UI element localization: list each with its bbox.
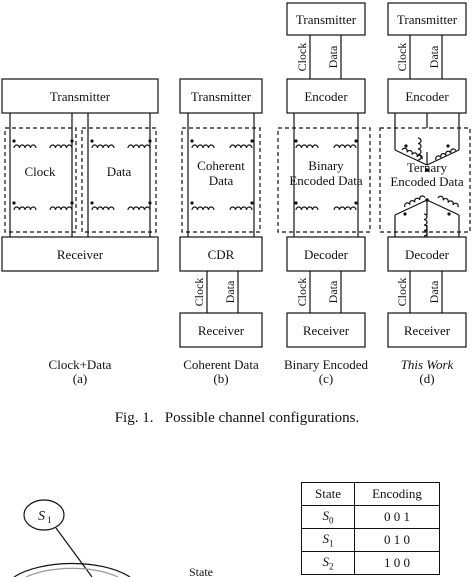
caption-letter-d: (d) [419,371,434,386]
decoder-label-c: Decoder [304,247,349,262]
table-cell-encoding: 0 0 1 [354,505,440,529]
receiver-block-d [387,312,467,348]
receiver-label-c: Receiver [303,323,350,338]
table-header-state: State [301,482,355,506]
table-cell-state: S2 [301,551,355,575]
state-node-sub: 1 [47,515,52,525]
receiver-block-b [179,312,263,348]
table-header-row: State Encoding [301,482,440,506]
figure-caption: Fig. 1. Possible channel configurations. [115,410,360,426]
state-partial-label: State [189,565,213,577]
data-channel-label: Data [107,164,132,179]
transmitter-block-b [179,78,263,114]
state-encoding-table: State Encoding S0 0 0 1 S1 0 1 0 S2 1 0 … [301,482,440,575]
receiver-block-c [286,312,366,348]
clock-in-label-c: Clock [295,43,309,72]
binary-label-line2: Encoded Data [289,173,363,188]
polarity-dots [12,139,451,216]
clock-channel-box [4,127,77,233]
table-header-encoding: Encoding [354,482,440,506]
clock-channel-label: Clock [24,164,56,179]
table-row: S0 0 0 1 [301,505,440,529]
clock-in-label-d: Clock [395,43,409,72]
transmitter-label-b: Transmitter [191,89,252,104]
table-row: S1 0 1 0 [301,528,440,552]
clock-out-label-d: Clock [395,278,409,307]
receiver-label-d: Receiver [404,323,451,338]
table-cell-encoding: 0 1 0 [354,528,440,552]
ternary-channel-box [379,127,471,233]
data-out-label-c: Data [326,280,340,303]
coherent-label-line2: Data [209,173,234,188]
encoder-label-d: Encoder [405,89,449,104]
receiver-label-b: Receiver [198,323,245,338]
binary-channel-box [277,127,371,233]
transmitter-label-c: Transmitter [296,12,357,27]
receiver-block-a [1,236,159,272]
cdr-block [179,236,263,272]
clock-out-label-c: Clock [295,278,309,307]
decoder-label-d: Decoder [405,247,450,262]
transmitter-block-c [286,2,366,36]
table-cell-state: S1 [301,528,355,552]
transmitter-label-a: Transmitter [50,89,111,104]
encoder-block-c [286,78,366,114]
binary-label-line1: Binary [308,158,344,173]
data-in-label-c: Data [326,45,340,68]
data-channel-box [81,127,157,233]
data-out-label-d: Data [427,280,441,303]
coherent-label-line1: Coherent [197,158,245,173]
cdr-label: CDR [208,247,235,262]
table-cell-state: S0 [301,505,355,529]
state-node-s1 [23,499,65,531]
ternary-label-line2: Encoded Data [390,174,464,189]
caption-letter-c: (c) [319,371,333,386]
table-cell-encoding: 1 0 0 [354,551,440,575]
transmitter-block-a [1,78,159,114]
state-node-var: S [38,509,45,524]
transmitter-block-d [387,2,467,36]
caption-d: This Work [401,357,454,372]
caption-a: Clock+Data [49,357,112,372]
coherent-channel-box [181,127,261,233]
caption-b: Coherent Data [183,357,259,372]
decoder-block-c [286,236,366,272]
caption-letter-b: (b) [213,371,228,386]
data-in-label-d: Data [427,45,441,68]
table-row: S2 1 0 0 [301,551,440,575]
receiver-label-a: Receiver [57,247,104,262]
caption-c: Binary Encoded [284,357,369,372]
caption-letter-a: (a) [73,371,87,386]
clock-out-label-b: Clock [192,278,206,307]
ternary-label-line1: Ternary [407,160,448,175]
encoder-label-c: Encoder [304,89,348,104]
data-out-label-b: Data [223,280,237,303]
transmitter-label-d: Transmitter [397,12,458,27]
